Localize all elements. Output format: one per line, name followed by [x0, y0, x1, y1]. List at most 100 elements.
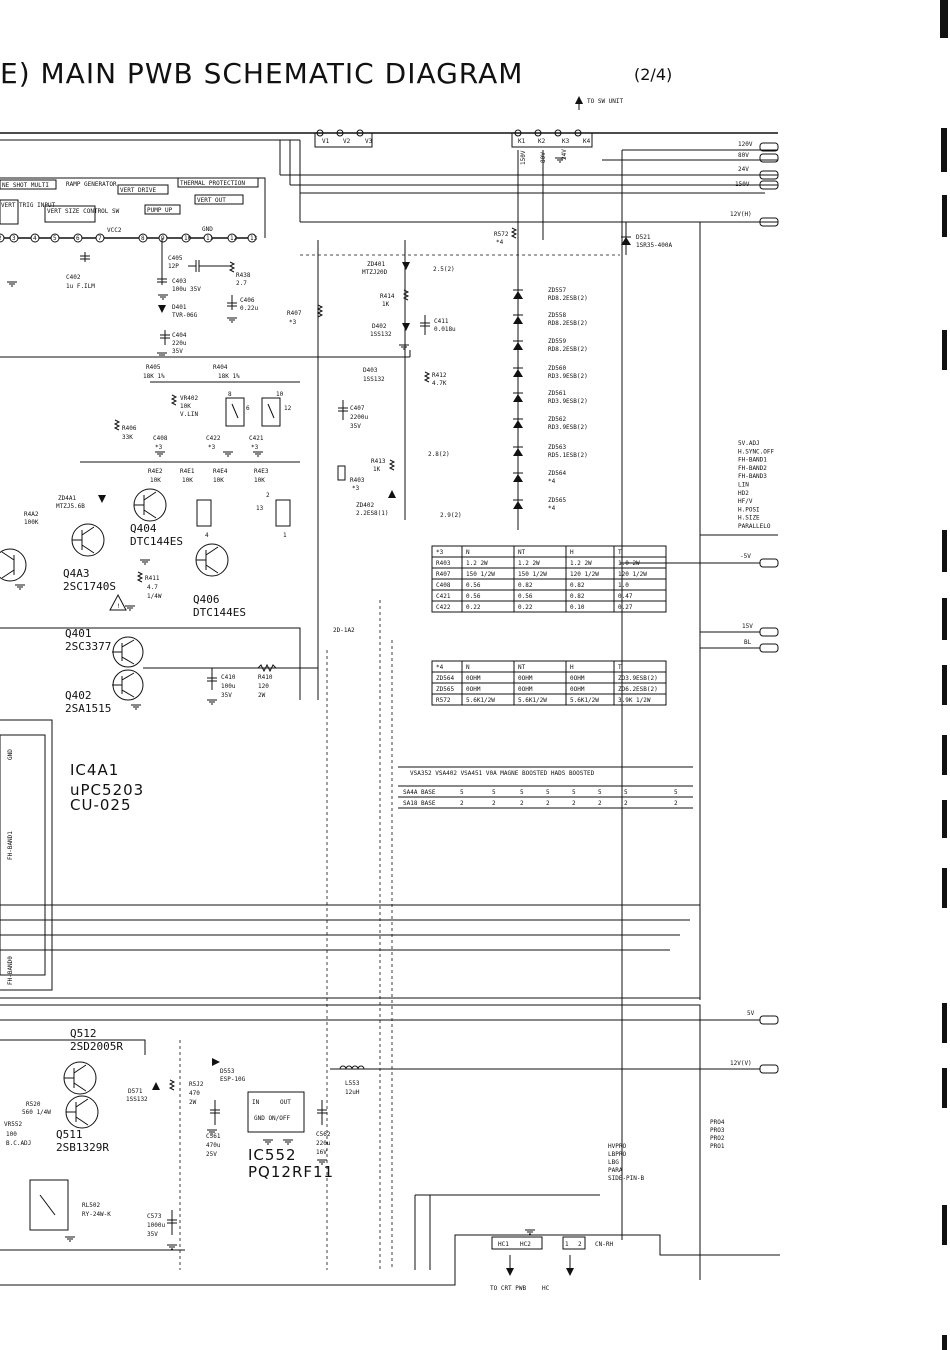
- right-label: LIN: [738, 482, 749, 489]
- svg-text:12: 12: [284, 405, 292, 412]
- r406: R406 33K: [113, 419, 137, 441]
- r411-power: 1/4W: [147, 593, 162, 600]
- zd560-ref: ZD560: [548, 365, 566, 372]
- r412-value: 4.7K: [432, 380, 447, 387]
- q404: Q404 DTC144ES: [130, 488, 183, 548]
- zener-chain: ZD557RD8.2ESB(2)ZD558RD8.2ESB(2)ZD559RD8…: [513, 287, 588, 512]
- table-r-header: T: [618, 549, 622, 556]
- rail-120v[interactable]: 120V: [738, 141, 779, 152]
- block-thermal: THERMAL PROTECTION: [180, 180, 245, 187]
- ground-symbol: [157, 352, 167, 358]
- table-r-cell: 0.22: [518, 604, 533, 611]
- d401: D401 TVR-06G: [158, 304, 198, 319]
- table-r-cell: 150 1/2W: [518, 571, 547, 578]
- table-r-cell: 0.56: [518, 593, 533, 600]
- vr552-name: B.C.ADJ: [6, 1140, 31, 1147]
- block-vcc2: VCC2: [107, 227, 122, 234]
- c411-ref: C411: [434, 318, 449, 325]
- c410: C410 100u 35V: [207, 668, 236, 699]
- block-vert-out: VERT OUT: [197, 197, 226, 204]
- q512: Q512 2SD2005R: [63, 1027, 123, 1095]
- table-r-cell: 0.47: [618, 593, 633, 600]
- rail-12vh[interactable]: 12V(H): [730, 211, 779, 227]
- c405-ref: C405: [168, 255, 183, 262]
- r4e3-value: 10K: [254, 477, 265, 484]
- table-zd-cell: ZD3.9ESB(2): [618, 675, 658, 682]
- block-ramp: RAMP GENERATOR: [66, 181, 117, 188]
- misc-label-4: 2D-1A2: [333, 627, 355, 634]
- c561: C561 470u 25V: [206, 1100, 221, 1158]
- r438-value: 2.7: [236, 280, 247, 287]
- c562-voltage: 16V: [316, 1149, 327, 1156]
- table-zd-cell: 0OHM: [518, 686, 533, 693]
- table-mode-cell: 5: [492, 789, 496, 796]
- zd4a1-ref: ZD4A1: [58, 495, 76, 502]
- zd565-value: *4: [548, 505, 556, 512]
- pin-15v[interactable]: 15V: [700, 623, 779, 637]
- table-r-cell: 1.2 2W: [466, 560, 488, 567]
- r438: R438 2.7: [228, 261, 251, 287]
- ic552-ref: IC552: [248, 1146, 297, 1164]
- c411: C411 0.018u: [420, 315, 456, 335]
- rail-24v[interactable]: 24V: [738, 166, 779, 180]
- d553-ref: D553: [220, 1068, 235, 1075]
- zd401: ZD401 MTZJ20D: [362, 261, 410, 276]
- rail-150v[interactable]: 150V: [735, 180, 779, 190]
- c561-ref: C561: [206, 1133, 221, 1140]
- ground-symbol: [65, 1236, 75, 1242]
- c410-voltage: 35V: [221, 692, 232, 699]
- pin-5v[interactable]: 5V: [0, 1010, 779, 1025]
- table-zd-header: NT: [518, 664, 526, 671]
- ic552-part: PQ12RF11: [248, 1163, 334, 1181]
- ground-symbol: [131, 704, 141, 710]
- r5j2-value: 470: [189, 1090, 200, 1097]
- ic-pin-number: 10: [184, 235, 192, 242]
- pin-bl[interactable]: BL: [700, 639, 779, 653]
- pin-minus5v[interactable]: -5V: [620, 553, 779, 568]
- c573-value: 1000u: [147, 1222, 165, 1229]
- ic4a1: IC4A1 uPC5203 CU-025 GND FH-BAND0 FH-BAN…: [0, 719, 143, 991]
- table-zd-cell: 0OHM: [466, 686, 481, 693]
- table-zd-cell: 0OHM: [518, 675, 533, 682]
- r572: R572 *4: [494, 227, 518, 246]
- hv-label: LBPRO: [608, 1151, 626, 1158]
- table-mode-row2-label: SA18 BASE: [403, 800, 436, 807]
- vr552-value: 100: [6, 1131, 17, 1138]
- c408: C408 *3: [153, 435, 168, 451]
- q404-value: DTC144ES: [130, 535, 183, 548]
- right-label: H.POSI: [738, 506, 760, 513]
- warning-icon: !: [109, 593, 127, 611]
- c408-value: *3: [155, 444, 163, 451]
- rail-80v[interactable]: 80V: [738, 152, 779, 163]
- r411: R411 4.7 1/4W: [136, 571, 162, 600]
- zd562-value: RD3.9ESB(2): [548, 424, 588, 431]
- table-r-cell: 0.27: [618, 604, 633, 611]
- ic-pin-number: 8: [141, 235, 145, 242]
- r404-value: 18K 1%: [218, 373, 240, 380]
- table-zd-cell: R572: [436, 697, 451, 704]
- zd563-ref: ZD563: [548, 444, 566, 451]
- pin-12vv[interactable]: 12V(V): [330, 1060, 779, 1074]
- zd564: ZD564*4: [513, 470, 566, 485]
- v3-label: V3: [365, 138, 373, 145]
- c403: C403 100u 35V: [157, 238, 201, 293]
- r572-value: *4: [496, 239, 504, 246]
- r413-value: 1K: [373, 466, 381, 473]
- ground-symbol: [317, 1159, 327, 1165]
- d402-value: 1SS132: [370, 331, 392, 338]
- table-zd-cell: ZD564: [436, 675, 454, 682]
- pin-minus5v-label: -5V: [740, 553, 751, 560]
- r407-value: *3: [289, 319, 297, 326]
- d401-value: TVR-06G: [172, 312, 198, 319]
- hv-label: HVPRO: [608, 1143, 626, 1150]
- d521: D521 1SR35-400A: [621, 222, 673, 255]
- d403: D403 1SS132: [363, 367, 385, 383]
- misc-label-2: 2.8(2): [428, 451, 450, 458]
